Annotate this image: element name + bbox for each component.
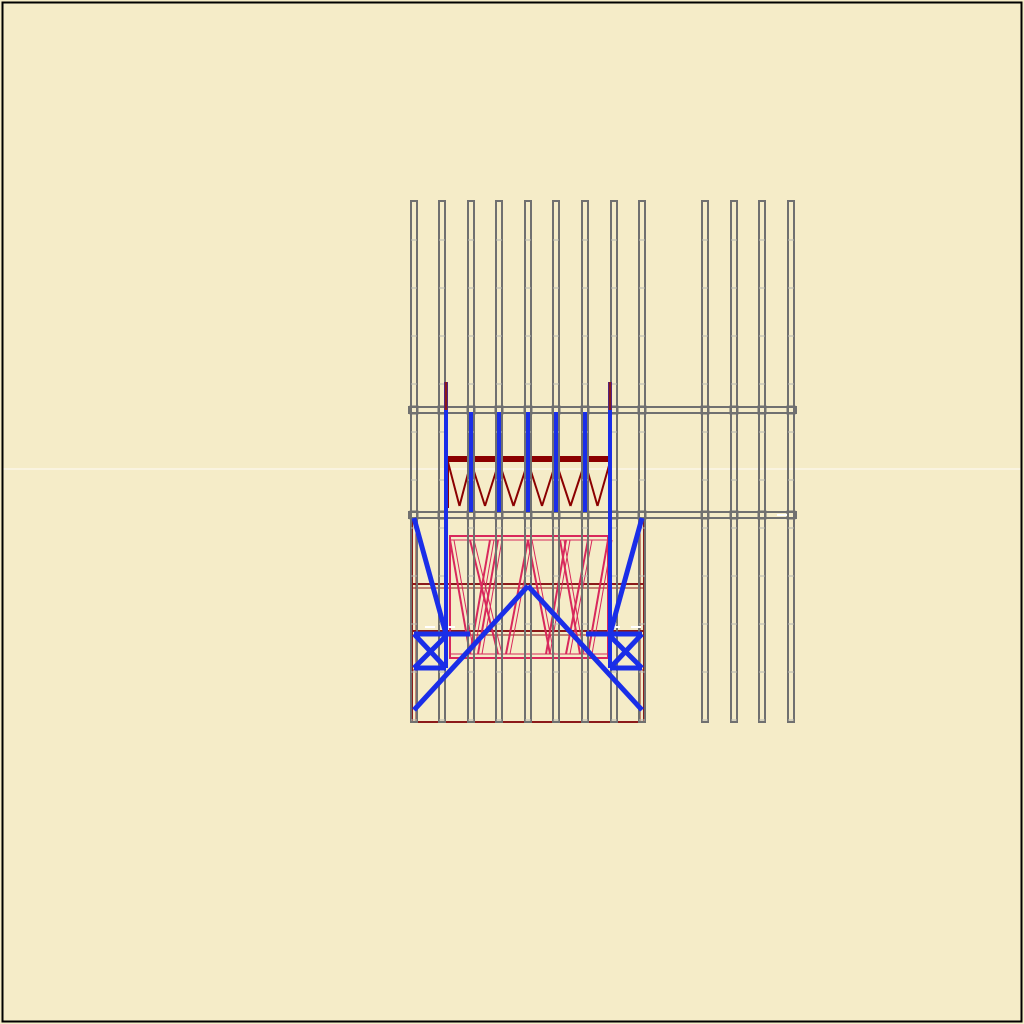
column-left-bay-7: [581, 200, 589, 723]
ledger-coupler: [729, 405, 739, 415]
column-right-bay-3: [758, 200, 766, 723]
ledger-coupler: [637, 405, 647, 415]
brace-diagonal: [526, 584, 644, 712]
lower-truss-web-inner: [473, 539, 495, 655]
upper-truss-web: [447, 461, 461, 507]
brace-diagonal: [411, 517, 449, 635]
brace-diagonal: [608, 634, 644, 670]
brace-diagonal: [412, 584, 530, 712]
column-right-bay-2: [730, 200, 738, 723]
column-left-bay-4: [495, 200, 503, 723]
column-right-bay-4: [787, 200, 795, 723]
ledger-coupler: [700, 405, 710, 415]
column-right-bay-1: [701, 200, 709, 723]
column-left-bay-3: [467, 200, 475, 723]
lower-truss-web-inner: [563, 539, 585, 655]
brace-diagonal: [412, 634, 448, 670]
braces-layer: [411, 382, 645, 712]
column-left-bay-9: [638, 200, 646, 723]
ledger-coupler: [786, 405, 796, 415]
ledger-coupler: [409, 405, 419, 415]
ledger-coupler: [757, 405, 767, 415]
ledger-lower: [408, 511, 797, 519]
columns-layer: [410, 200, 795, 723]
lower-truss-web: [545, 539, 567, 655]
ledger-coupler: [729, 510, 739, 520]
lower-truss-web-inner: [453, 539, 475, 655]
ledger-upper: [408, 406, 797, 414]
ledger-coupler: [757, 510, 767, 520]
ledger-coupler: [700, 510, 710, 520]
column-left-bay-1: [410, 200, 418, 723]
upper-truss-web: [596, 461, 611, 507]
column-left-bay-5: [524, 200, 532, 723]
brace-diagonal: [607, 517, 645, 635]
ledgers-layer: [408, 405, 797, 628]
column-left-bay-6: [552, 200, 560, 723]
